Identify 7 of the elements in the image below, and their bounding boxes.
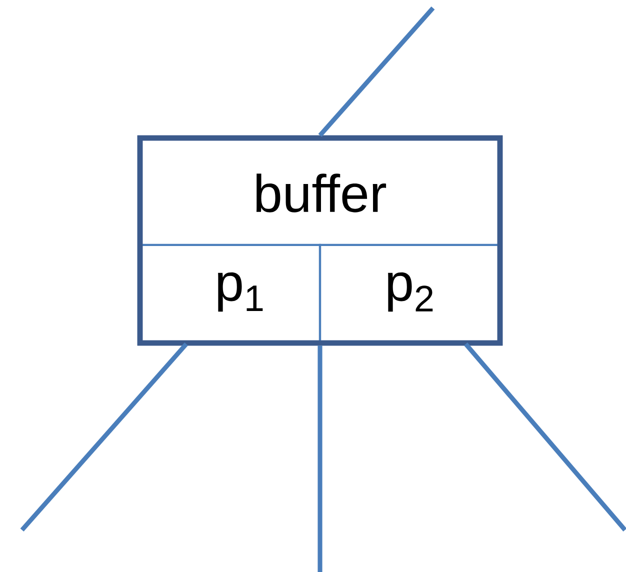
line: [318, 6, 435, 137]
line: [464, 342, 626, 532]
cell: p$_{2}$: [318, 244, 502, 344]
node-label: buffer: [256, 174, 386, 212]
line: [20, 342, 188, 532]
line: [318, 346, 322, 572]
cell: p$_{1}$: [138, 244, 322, 344]
